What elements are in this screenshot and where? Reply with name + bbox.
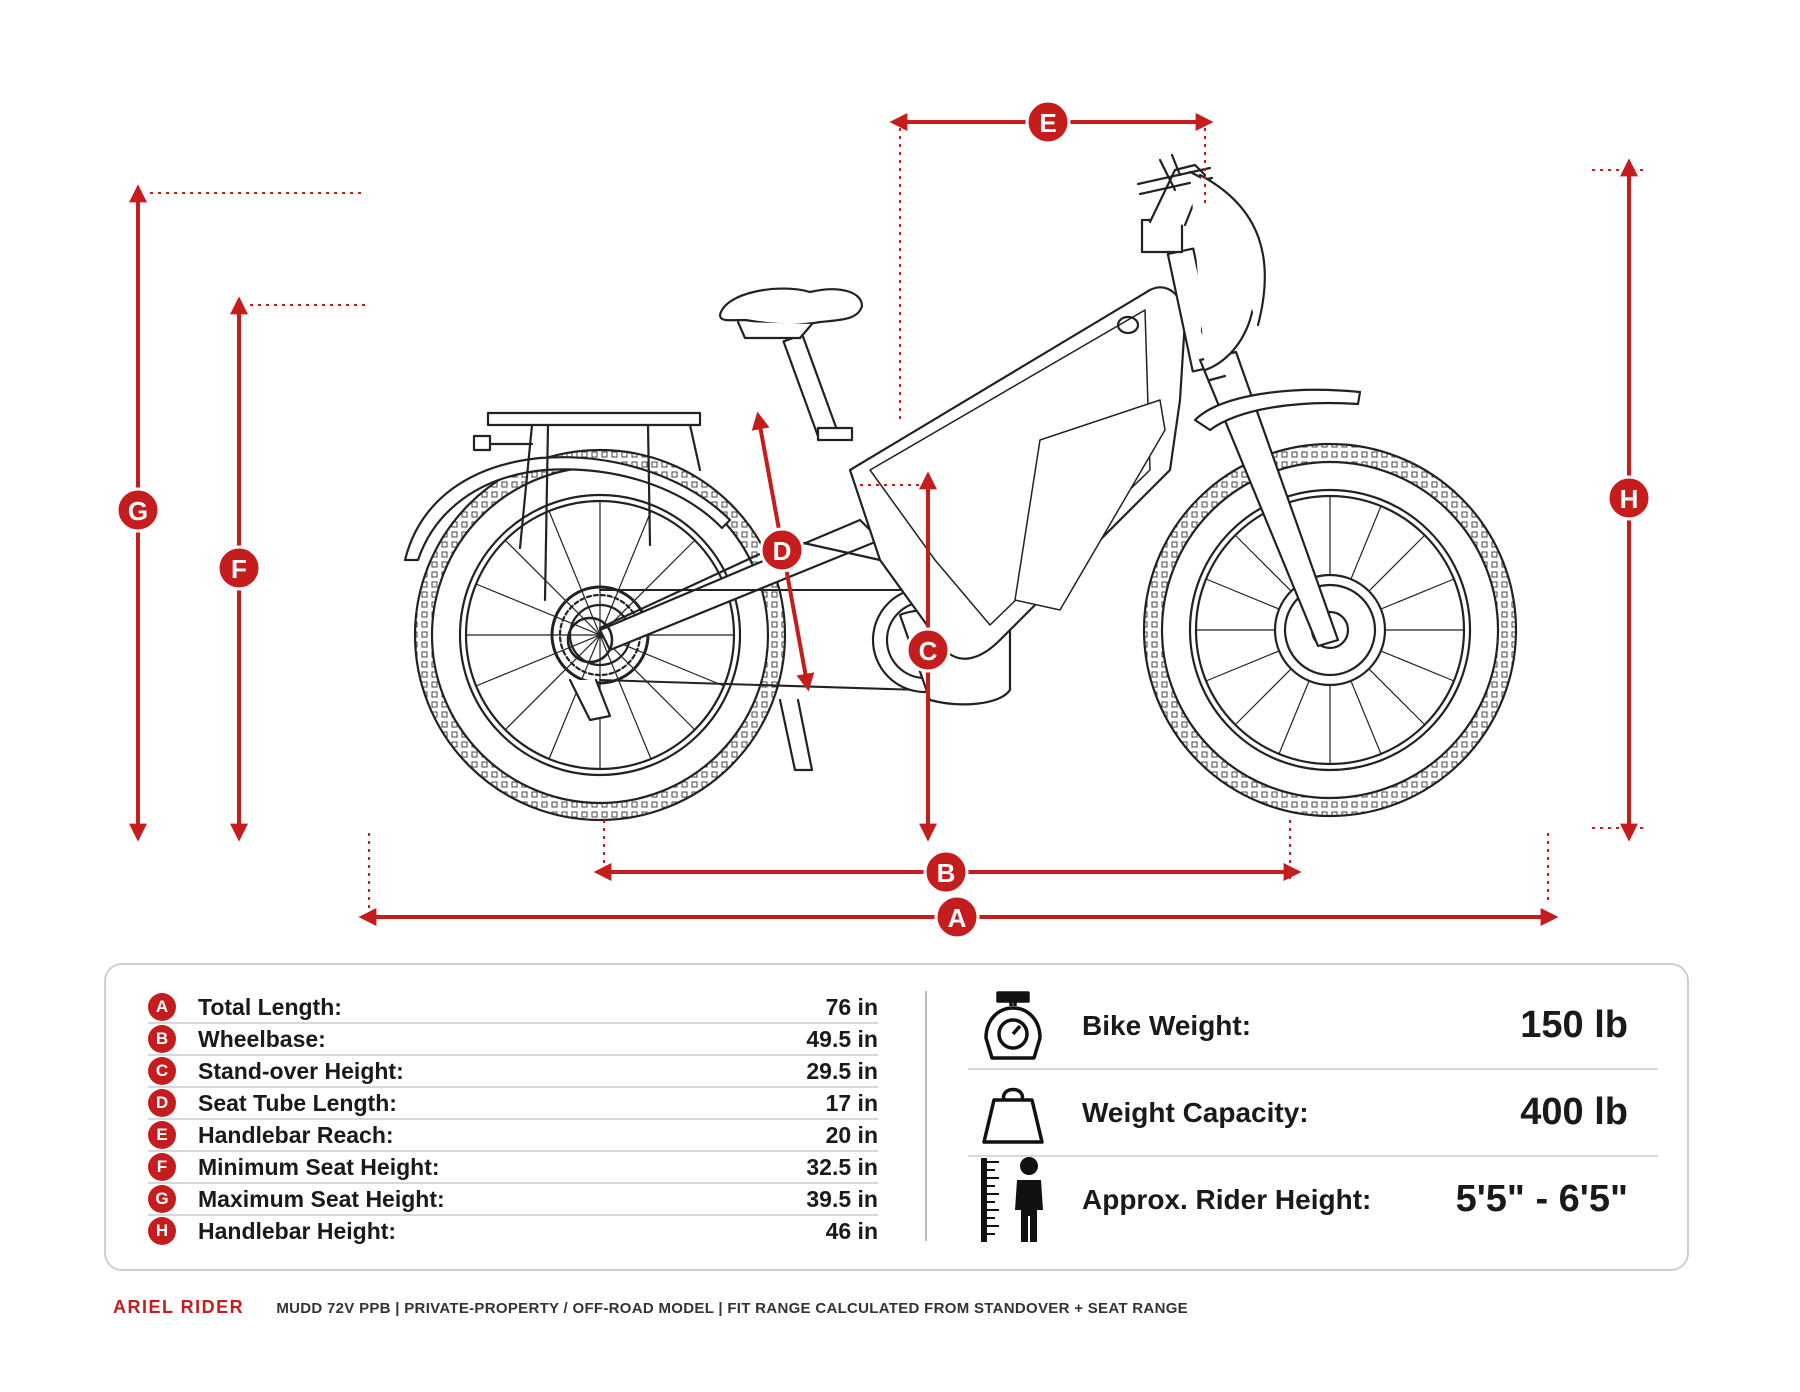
dimension-badge-g: G — [115, 487, 161, 533]
kickstand — [778, 698, 814, 772]
rear-rack — [472, 411, 702, 602]
stat-name: Approx. Rider Height: — [1082, 1183, 1372, 1215]
svg-text:F: F — [231, 554, 247, 584]
svg-text:G: G — [128, 496, 148, 526]
spec-name: Maximum Seat Height: — [198, 1185, 445, 1212]
dimension-badge-f: F — [216, 545, 262, 591]
footer-note: MUDD 72V PPB | PRIVATE-PROPERTY / OFF-RO… — [276, 1300, 1188, 1317]
dimension-badge-e: E — [1025, 99, 1071, 145]
panel-divider — [925, 991, 927, 1241]
front-fender — [1193, 388, 1362, 432]
spec-name: Handlebar Height: — [198, 1217, 397, 1244]
spec-panel: A Total Length: 76 in B Wheelbase: 49.5 … — [104, 963, 1689, 1271]
spec-badge: G — [148, 1185, 176, 1213]
dimension-badge-d: D — [759, 527, 805, 573]
spec-name: Seat Tube Length: — [198, 1089, 397, 1116]
dimension-badge-c: C — [905, 627, 951, 673]
spec-row-handlebar-reach: E Handlebar Reach: 20 in — [148, 1120, 878, 1152]
spec-name: Handlebar Reach: — [198, 1121, 394, 1148]
spec-row-seat-tube-length: D Seat Tube Length: 17 in — [148, 1088, 878, 1120]
svg-text:D: D — [773, 536, 792, 566]
spec-value: 17 in — [825, 1089, 878, 1116]
brand-name: ARIEL RIDER — [113, 1297, 245, 1317]
stat-value: 150 lb — [1520, 1004, 1628, 1046]
stat-row-weight-capacity: Weight Capacity: 400 lb — [968, 1070, 1658, 1157]
spec-badge: B — [148, 1025, 176, 1053]
spec-badge: H — [148, 1217, 176, 1245]
battery — [1014, 399, 1166, 611]
spec-badge: F — [148, 1153, 176, 1181]
spec-badge: D — [148, 1089, 176, 1117]
weight-icon — [968, 1073, 1058, 1153]
svg-text:B: B — [937, 858, 956, 888]
seat — [718, 287, 864, 442]
svg-text:C: C — [919, 636, 938, 666]
stat-row-bike-weight: Bike Weight: 150 lb — [968, 983, 1658, 1070]
svg-text:H: H — [1620, 484, 1639, 514]
dimension-badge-b: B — [923, 849, 969, 895]
scale-icon — [968, 986, 1058, 1066]
spec-value: 46 in — [825, 1217, 878, 1244]
spec-name: Wheelbase: — [198, 1025, 326, 1052]
spec-row-wheelbase: B Wheelbase: 49.5 in — [148, 1024, 878, 1056]
dimension-badge-h: H — [1606, 475, 1652, 521]
stats-list: Bike Weight: 150 lb Weight Capacity: 400… — [968, 983, 1658, 1242]
rear-wheel — [413, 448, 787, 822]
spec-row-minimum-seat-height: F Minimum Seat Height: 32.5 in — [148, 1152, 878, 1184]
spec-value: 29.5 in — [806, 1057, 878, 1084]
svg-text:A: A — [948, 903, 967, 933]
spec-name: Total Length: — [198, 993, 342, 1020]
stat-row-rider-height: Approx. Rider Height: 5'5" - 6'5" — [968, 1156, 1658, 1242]
spec-list: A Total Length: 76 in B Wheelbase: 49.5 … — [148, 992, 878, 1246]
spec-row-total-length: A Total Length: 76 in — [148, 992, 878, 1024]
rider-height-icon — [968, 1156, 1058, 1242]
spec-value: 39.5 in — [806, 1185, 878, 1212]
spec-badge: C — [148, 1057, 176, 1085]
handlebar — [1136, 153, 1266, 372]
stat-value: 400 lb — [1520, 1091, 1628, 1133]
spec-value: 76 in — [825, 993, 878, 1020]
spec-value: 20 in — [825, 1121, 878, 1148]
spec-row-maximum-seat-height: G Maximum Seat Height: 39.5 in — [148, 1184, 878, 1216]
dimension-badge-a: A — [934, 894, 980, 940]
spec-value: 49.5 in — [806, 1025, 878, 1052]
spec-name: Stand-over Height: — [198, 1057, 404, 1084]
spec-row-stand-over-height: C Stand-over Height: 29.5 in — [148, 1056, 878, 1088]
spec-name: Minimum Seat Height: — [198, 1153, 440, 1180]
svg-text:E: E — [1039, 108, 1056, 138]
spec-value: 32.5 in — [806, 1153, 878, 1180]
spec-badge: E — [148, 1121, 176, 1149]
spec-badge: A — [148, 993, 176, 1021]
footer: ARIEL RIDER MUDD 72V PPB | PRIVATE-PROPE… — [113, 1297, 1188, 1318]
bike-dimension-diagram: E G F H D C B A — [115, 99, 1652, 940]
stat-name: Bike Weight: — [1082, 1009, 1252, 1041]
bike-drawing — [403, 153, 1518, 822]
spec-row-handlebar-height: H Handlebar Height: 46 in — [148, 1216, 878, 1246]
stat-value: 5'5" - 6'5" — [1455, 1178, 1628, 1220]
stat-name: Weight Capacity: — [1082, 1096, 1309, 1128]
